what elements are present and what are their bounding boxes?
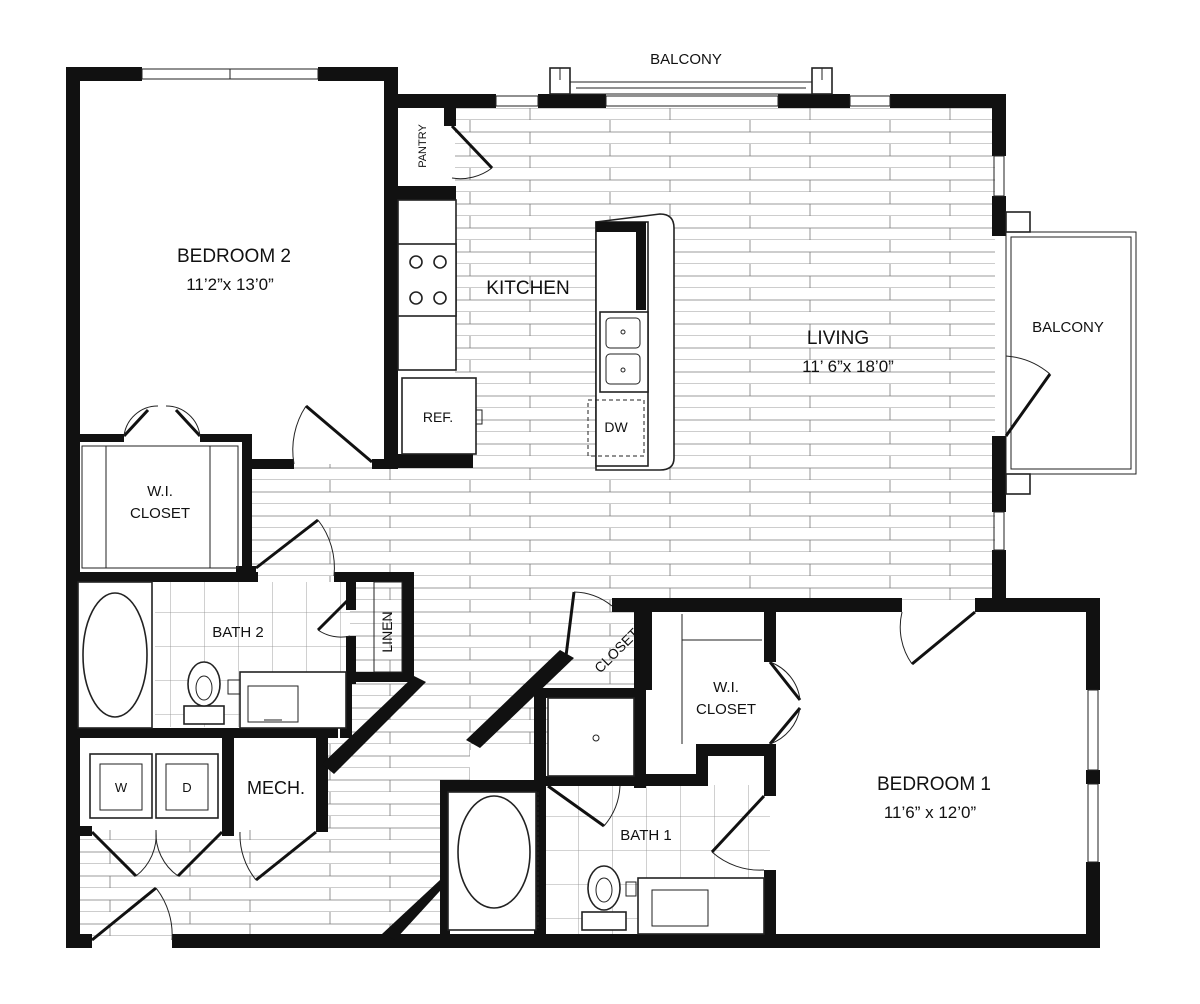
closet-shelves <box>81 445 762 744</box>
interior-walls <box>78 108 776 940</box>
wi-closet1-line2: CLOSET <box>696 701 756 718</box>
fridge-label: REF. <box>423 409 453 425</box>
kitchen-label: KITCHEN <box>486 278 569 299</box>
exterior-walls <box>66 67 1100 948</box>
balcony-top <box>549 67 833 95</box>
bedroom2-size: 11’2”x 13’0” <box>186 275 274 294</box>
washer-label: W <box>115 780 128 795</box>
room-labels: BALCONY BALCONY BEDROOM 2 11’2”x 13’0” K… <box>130 51 1104 844</box>
linen-label: LINEN <box>379 611 395 652</box>
bath2-label: BATH 2 <box>212 624 263 641</box>
bath1-fixtures <box>447 697 765 935</box>
mech-label: MECH. <box>247 778 305 798</box>
doors <box>90 124 1052 942</box>
floor-planks <box>78 108 995 940</box>
bedroom2-name: BEDROOM 2 <box>177 246 291 267</box>
kitchen-counters <box>397 199 675 471</box>
balcony-top-label: BALCONY <box>650 51 722 68</box>
wi-closet2-line1: W.I. <box>147 483 173 500</box>
balcony-right-label: BALCONY <box>1032 319 1104 336</box>
dishwasher-label: DW <box>604 419 628 435</box>
wi-closet1-line1: W.I. <box>713 679 739 696</box>
wi-closet2-line2: CLOSET <box>130 505 190 522</box>
pantry-label: PANTRY <box>417 124 429 168</box>
fixture-labels: REF. DW W D <box>115 409 629 795</box>
linen-closet <box>373 581 403 673</box>
bedroom1-size: 11’6” x 12’0” <box>884 803 977 822</box>
windows <box>141 68 1099 863</box>
balcony-right <box>1005 211 1137 495</box>
laundry <box>89 753 219 819</box>
bath1-label: BATH 1 <box>620 827 671 844</box>
dryer-label: D <box>182 780 191 795</box>
bedroom1-name: BEDROOM 1 <box>877 774 991 795</box>
living-name: LIVING <box>807 328 869 349</box>
living-size: 11’ 6”x 18’0” <box>802 357 894 376</box>
bath2-fixtures <box>77 581 347 729</box>
